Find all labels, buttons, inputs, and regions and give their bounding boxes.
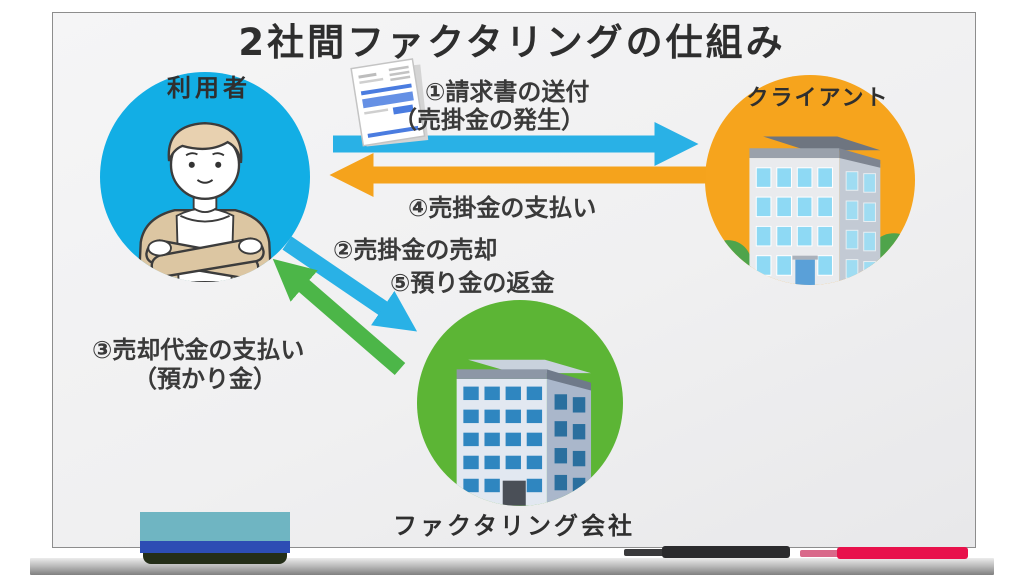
- marker-pen-red: [800, 547, 968, 560]
- step3-label-line1: ③売却代金の支払い: [92, 336, 305, 364]
- step3-label-line2: （預かり金）: [133, 365, 277, 393]
- eraser-stripe: [140, 541, 290, 553]
- person-illustration: [137, 122, 273, 282]
- client-building-illustration: [712, 136, 908, 285]
- client-circle: [705, 75, 915, 285]
- invoice-document-icon: [350, 58, 429, 147]
- marker-pen-black: [624, 546, 792, 559]
- marker-red-cap: [800, 550, 841, 557]
- diagram-title: 2社間ファクタリングの仕組み: [238, 21, 786, 64]
- factoring-label: ファクタリング会社: [392, 512, 636, 540]
- marker-black-cap: [624, 549, 666, 556]
- user-circle: [100, 72, 310, 282]
- eraser-base: [143, 553, 287, 564]
- marker-black-body: [662, 546, 790, 558]
- step1-label-line2: （売掛金の発生）: [393, 106, 585, 134]
- whiteboard-eraser: [140, 512, 290, 564]
- factoring-circle: [417, 300, 623, 506]
- step5-label: ⑤預り金の返金: [390, 269, 555, 297]
- user-label: 利用者: [167, 74, 251, 102]
- marker-red-body: [837, 547, 968, 559]
- eraser-top: [140, 512, 290, 541]
- step2-label: ②売掛金の売却: [333, 236, 498, 264]
- step4-label: ④売掛金の支払い: [408, 194, 597, 222]
- step1-label-line1: ①請求書の送付: [425, 78, 590, 106]
- client-label: クライアント: [746, 86, 890, 111]
- factoring-building-illustration: [456, 359, 592, 506]
